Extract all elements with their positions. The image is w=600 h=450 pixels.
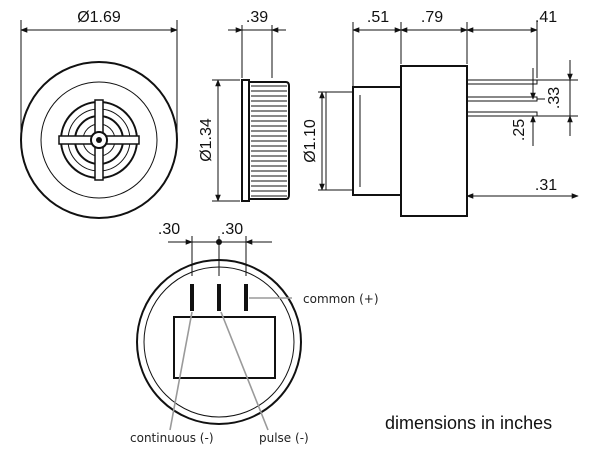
terminal-pulse: [217, 284, 221, 311]
pin-middle: [466, 96, 538, 102]
label-common: common (+): [303, 292, 379, 306]
profile-body: [400, 65, 468, 217]
dim-length-a: .51: [367, 9, 389, 26]
dim-length-b: .79: [421, 9, 443, 26]
terminal-continuous: [190, 284, 194, 311]
pin-bottom: [466, 111, 538, 117]
side-body: [241, 79, 250, 202]
side-knurled-cap: [248, 81, 290, 200]
dim-bottom-pin-b: .30: [221, 221, 243, 238]
terminal-common: [244, 284, 248, 311]
dim-pin-spacing-b: .25: [511, 119, 528, 141]
dim-side-depth: .39: [246, 9, 268, 26]
dim-front-diameter: Ø1.69: [77, 9, 121, 26]
units-note: dimensions in inches: [385, 413, 552, 433]
profile-view: .51 .79 .41 Ø1.10 .33 .25 .31: [302, 9, 579, 217]
pin-top: [466, 79, 538, 85]
leader-continuous: [169, 311, 193, 431]
dim-pin-offset: .31: [535, 177, 557, 194]
dim-bottom-pin-a: .30: [158, 221, 180, 238]
side-view: .39 Ø1.34: [198, 9, 290, 202]
profile-front-lip: [325, 91, 354, 191]
bottom-label-window: [173, 316, 276, 379]
dim-side-diameter: Ø1.34: [198, 118, 215, 162]
knurl-lines: [251, 85, 287, 197]
dim-pin-spacing-a: .33: [546, 87, 563, 109]
label-continuous: continuous (-): [130, 431, 214, 445]
front-view: Ø1.69: [20, 9, 178, 219]
label-pulse: pulse (-): [259, 431, 309, 445]
dim-length-c: .41: [535, 9, 557, 26]
dim-rear-diameter: Ø1.10: [302, 119, 319, 163]
bottom-view: .30 .30 common (+) continuous (-) pulse …: [130, 221, 379, 445]
front-inner-circle: [40, 81, 158, 199]
front-outer-circle: [20, 61, 178, 219]
leader-pulse: [220, 311, 269, 431]
